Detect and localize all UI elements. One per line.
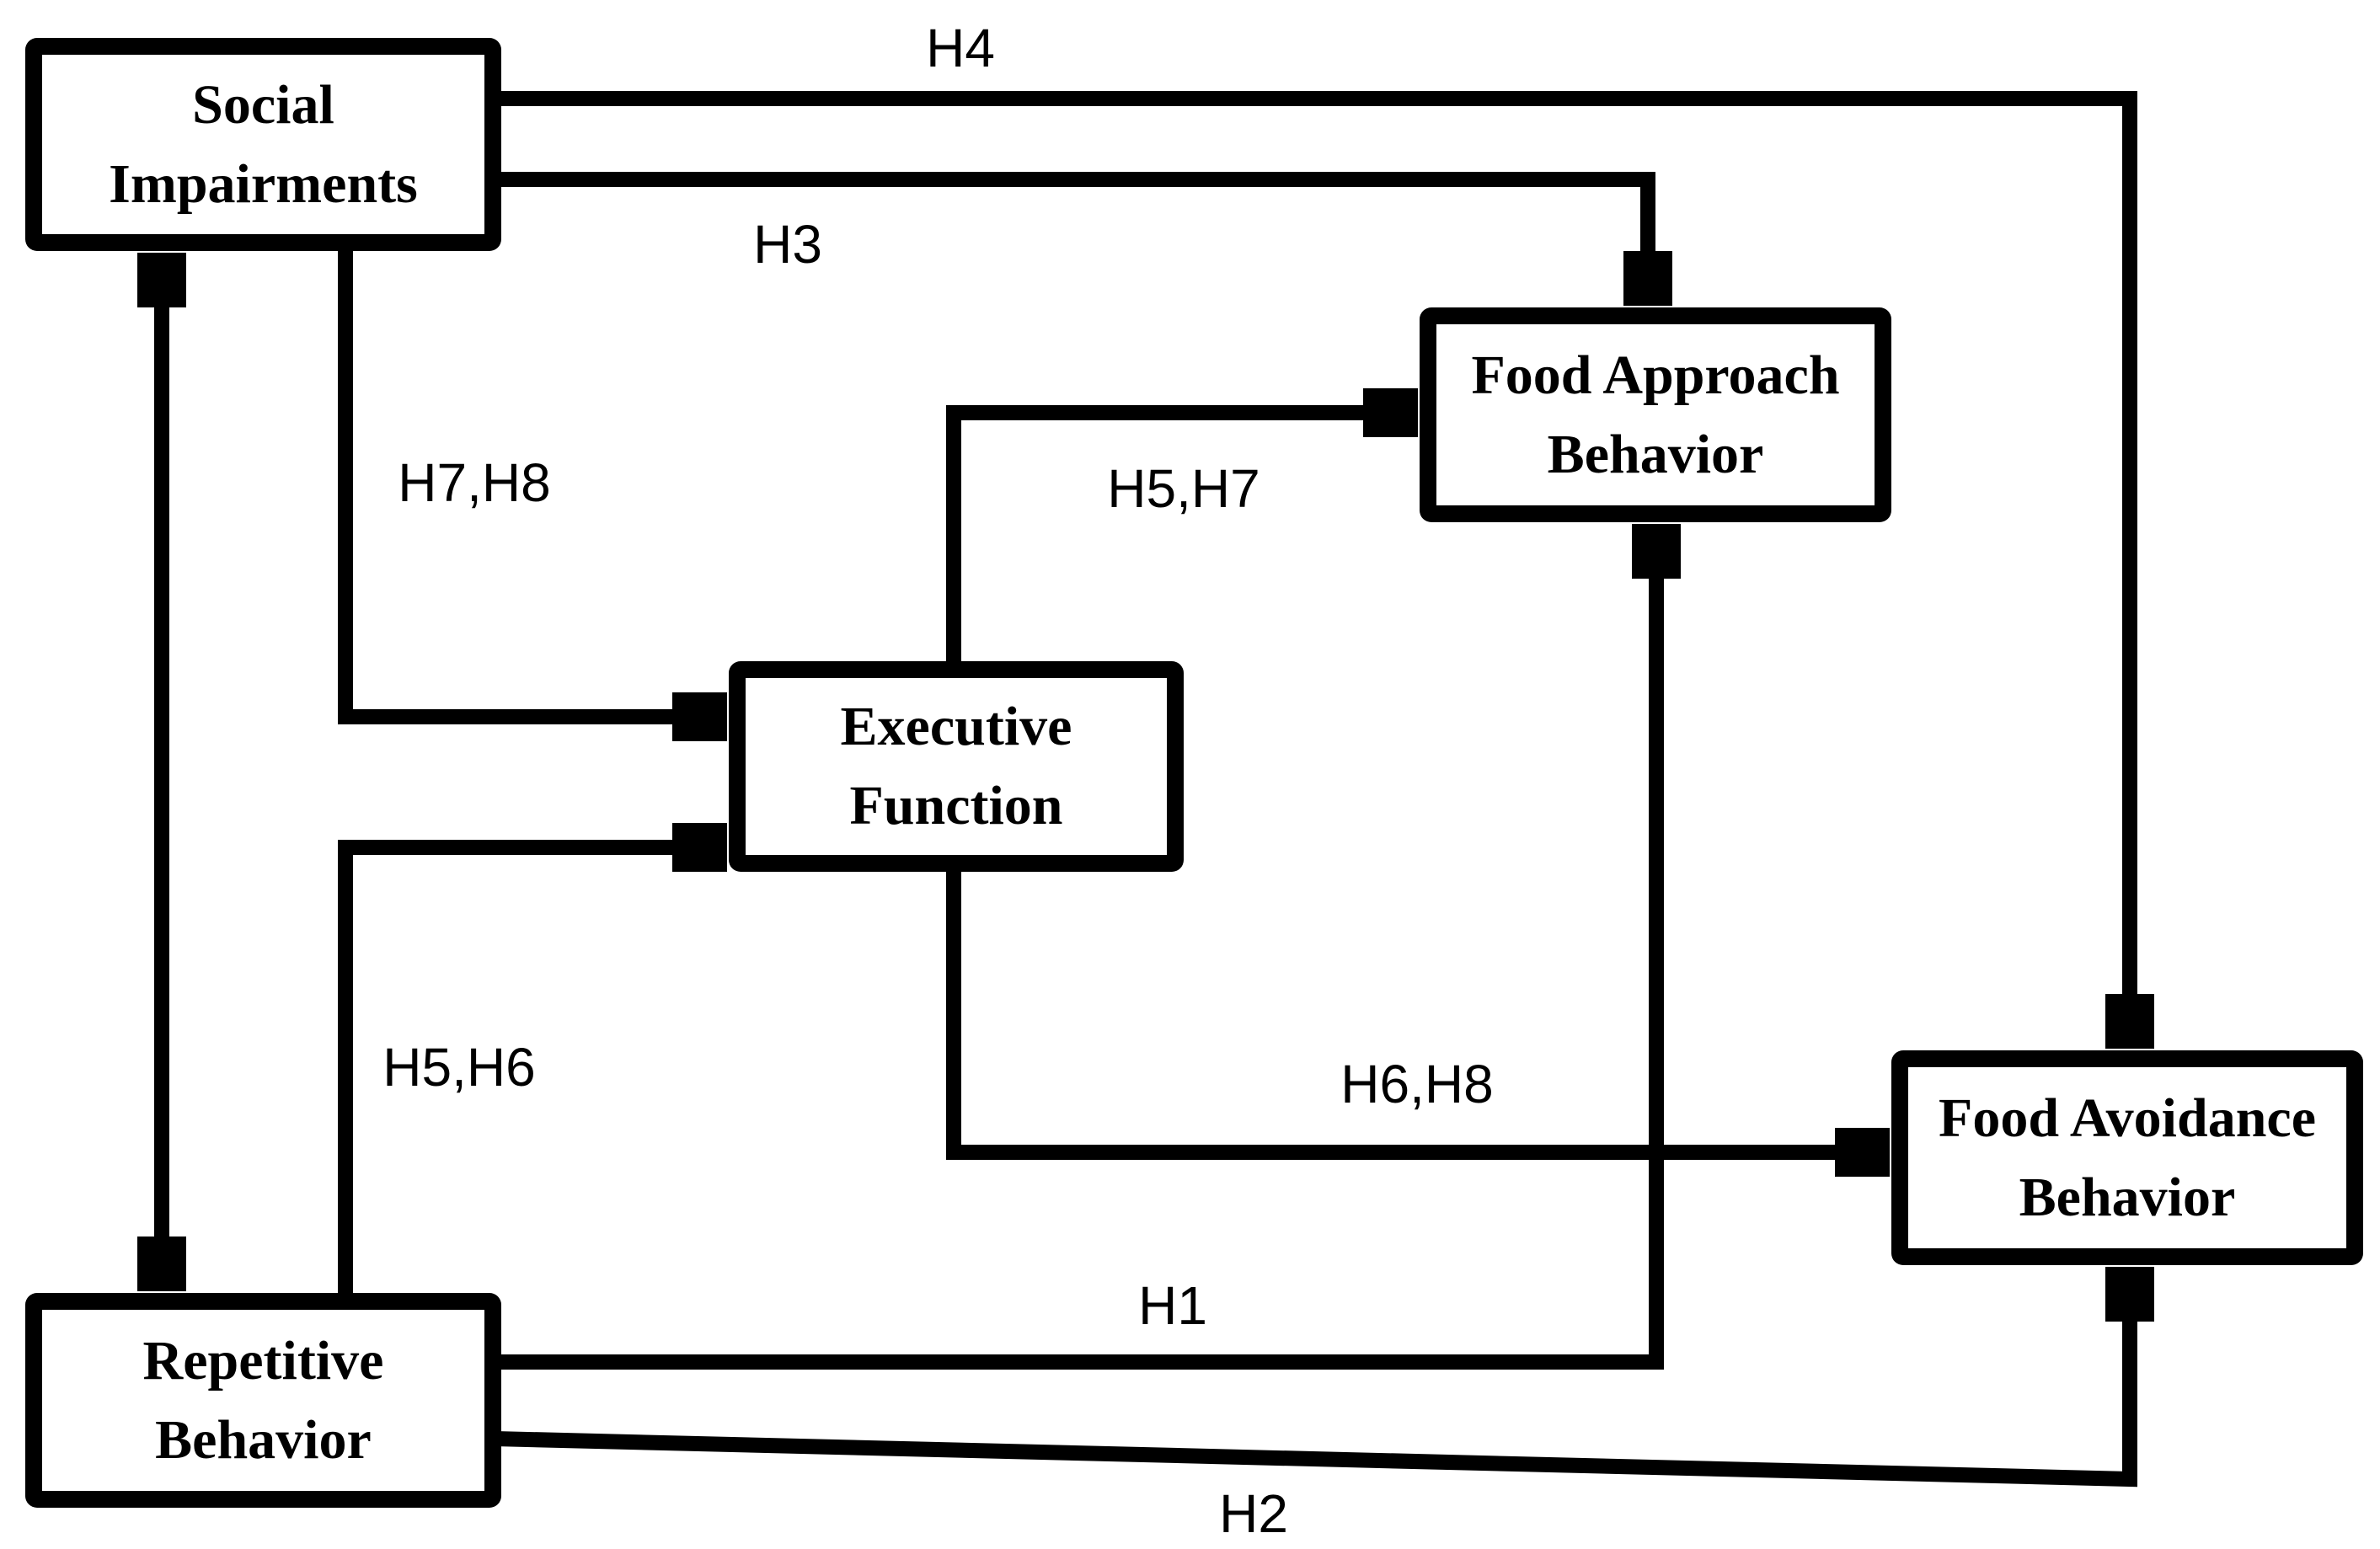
edge-label-h5h7: H5,H7 (1107, 458, 1260, 519)
edge-label-h3: H3 (753, 214, 822, 275)
node-executive-function: Executive Function (729, 661, 1184, 872)
edge-h2-arrow (494, 1275, 2130, 1488)
edge-h1-arrow (495, 532, 1656, 1370)
edge-h6h8-arrow (946, 863, 1881, 1152)
edge-h4-arrow (495, 91, 2130, 1040)
node-food-avoidance-behavior-line2: Behavior (2019, 1166, 2236, 1228)
edge-h7h8-arrow (338, 244, 719, 717)
node-social-impairments-line1: Social (192, 73, 334, 136)
edge-label-h2: H2 (1219, 1483, 1288, 1544)
node-executive-function-line1: Executive (840, 696, 1072, 758)
edge-label-h1: H1 (1138, 1275, 1207, 1336)
node-repetitive-behavior-label: Repetitive Behavior (143, 1322, 384, 1479)
edge-label-h7h8: H7,H8 (398, 452, 551, 513)
edge-label-h4: H4 (926, 18, 995, 78)
node-repetitive-behavior: Repetitive Behavior (25, 1293, 501, 1508)
edge-h3-arrow (495, 172, 1648, 297)
node-food-avoidance-behavior: Food Avoidance Behavior (1891, 1050, 2363, 1265)
node-social-impairments-line2: Impairments (109, 152, 418, 215)
node-social-impairments-label: Social Impairments (109, 66, 418, 223)
node-food-approach-behavior: Food Approach Behavior (1420, 307, 1891, 522)
node-executive-function-line2: Function (849, 775, 1063, 836)
edge-label-h5h6: H5,H6 (382, 1037, 536, 1098)
node-repetitive-behavior-line2: Behavior (155, 1408, 372, 1471)
node-social-impairments: Social Impairments (25, 38, 501, 251)
edge-h5h7-arrow (946, 413, 1409, 670)
node-food-avoidance-behavior-label: Food Avoidance Behavior (1939, 1079, 2316, 1237)
node-food-avoidance-behavior-line1: Food Avoidance (1939, 1087, 2316, 1149)
edge-label-h6h8: H6,H8 (1340, 1054, 1494, 1114)
node-food-approach-behavior-label: Food Approach Behavior (1471, 336, 1839, 494)
node-food-approach-behavior-line2: Behavior (1547, 423, 1764, 485)
node-food-approach-behavior-line1: Food Approach (1471, 344, 1840, 406)
node-executive-function-label: Executive Function (841, 687, 1072, 845)
edge-h5h6-arrow (338, 847, 719, 1301)
node-repetitive-behavior-line1: Repetitive (142, 1329, 384, 1391)
